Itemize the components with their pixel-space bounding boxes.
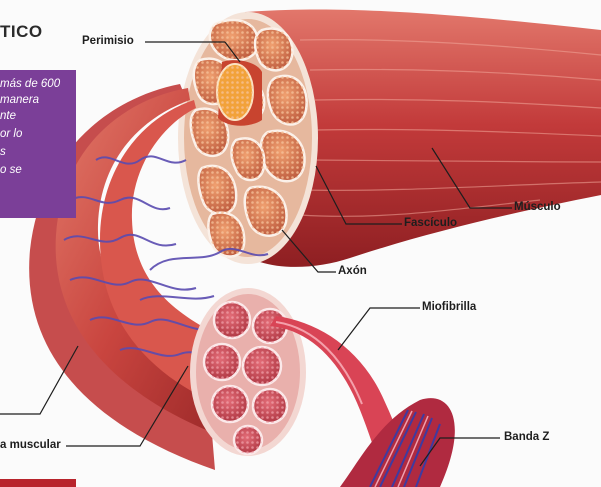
label-fasciculo: Fascículo	[404, 217, 457, 229]
label-banda-z: Banda Z	[504, 431, 549, 443]
fiber-cross-section	[190, 288, 306, 456]
label-musculo: Músculo	[514, 201, 561, 213]
info-text-line: más de 600	[0, 78, 60, 90]
info-text-line: o se	[0, 164, 22, 176]
label-miofibrilla: Miofibrilla	[422, 301, 476, 313]
bottom-accent-bar	[0, 479, 76, 487]
info-text-line: manera	[0, 94, 39, 106]
label-fibra-muscular: a muscular	[0, 439, 61, 451]
label-axon: Axón	[338, 265, 367, 277]
info-text-line: s	[0, 146, 6, 158]
page-title-fragment: TICO	[0, 22, 43, 42]
banda-z-bundle	[340, 398, 455, 487]
label-perimisio: Perimisio	[82, 35, 134, 47]
pulled-fascicle	[217, 60, 262, 126]
info-text-line: or lo	[0, 128, 22, 140]
info-box: más de 600 manera nte or lo s o se	[0, 70, 76, 218]
info-text-line: nte	[0, 110, 16, 122]
